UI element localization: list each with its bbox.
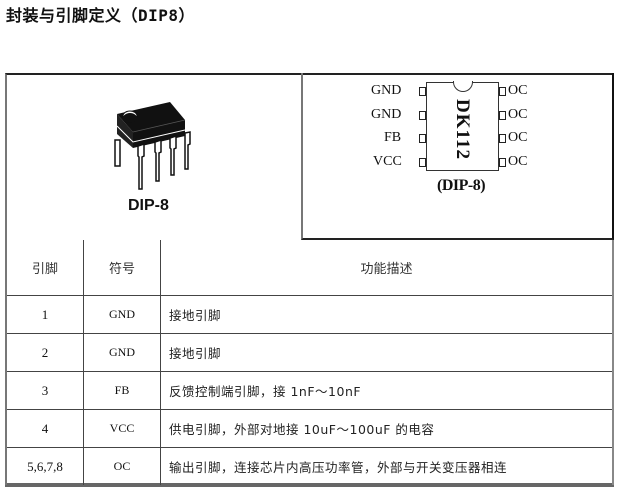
pinout-package-label: (DIP-8) [437, 177, 486, 194]
left-pin-3-label: FB [384, 130, 402, 145]
table-row: 3 FB 反馈控制端引脚，接 1nF～10nF [5, 371, 614, 410]
pin-description: 反馈控制端引脚，接 1nF～10nF [160, 371, 614, 410]
dip8-chip-3d-icon [114, 102, 191, 190]
header-description: 功能描述 [160, 240, 614, 296]
right-pin-5-label: OC [508, 154, 528, 169]
pin-symbol: VCC [83, 409, 161, 448]
pin-definition-table: 引脚 符号 功能描述 1 GND 接地引脚 2 GND 接地引脚 3 FB 反馈… [5, 240, 614, 487]
right-pin-6-label: OC [508, 130, 528, 145]
pin-number: 1 [5, 295, 84, 334]
left-pin-3-pad [419, 134, 426, 143]
page-title-suffix: （DIP8） [121, 6, 196, 25]
table-row: 1 GND 接地引脚 [5, 295, 614, 334]
ic-part-number: DK112 [452, 98, 473, 160]
pin-description: 输出引脚，连接芯片内高压功率管，外部与开关变压器相连 [160, 447, 614, 487]
pin-symbol: GND [83, 295, 161, 334]
right-pin-6-pad [499, 134, 506, 143]
left-pin-4-label: VCC [373, 154, 402, 169]
left-pin-2-label: GND [371, 107, 402, 122]
right-pin-7-label: OC [508, 107, 528, 122]
package-image-label: DIP-8 [128, 197, 169, 214]
page-title-text: 封装与引脚定义 [6, 6, 122, 25]
pinout-diagram: GND GND FB VCC DK112 OC OC OC OC (DIP-8) [303, 73, 616, 240]
pin-number: 3 [5, 371, 84, 410]
left-pin-2-pad [419, 111, 426, 120]
pinout-diagram-cell: GND GND FB VCC DK112 OC OC OC OC (DIP-8) [301, 73, 614, 240]
ic-body: DK112 [426, 81, 499, 171]
left-pin-4-pad [419, 158, 426, 167]
pin-description: 接地引脚 [160, 333, 614, 372]
header-symbol: 符号 [83, 240, 161, 296]
table-row: 5,6,7,8 OC 输出引脚，连接芯片内高压功率管，外部与开关变压器相连 [5, 447, 614, 487]
right-pin-7-pad [499, 111, 506, 120]
header-pin: 引脚 [5, 240, 84, 296]
table-header-row: 引脚 符号 功能描述 [5, 240, 614, 296]
pin-description: 供电引脚，外部对地接 10uF～100uF 的电容 [160, 409, 614, 448]
pin-description: 接地引脚 [160, 295, 614, 334]
right-pin-8-label: OC [508, 83, 528, 98]
right-pin-5-pad [499, 158, 506, 167]
pin-symbol: GND [83, 333, 161, 372]
pin-number: 2 [5, 333, 84, 372]
pin-number: 4 [5, 409, 84, 448]
pin-number: 5,6,7,8 [5, 447, 84, 487]
ic-notch [453, 81, 473, 92]
pin-symbol: FB [83, 371, 161, 410]
pin-symbol: OC [83, 447, 161, 487]
table-row: 2 GND 接地引脚 [5, 333, 614, 372]
left-pin-1-label: GND [371, 83, 402, 98]
right-pin-8-pad [499, 87, 506, 96]
table-row: 4 VCC 供电引脚，外部对地接 10uF～100uF 的电容 [5, 409, 614, 448]
left-pin-1-pad [419, 87, 426, 96]
page-title: 封装与引脚定义（DIP8） [6, 2, 195, 26]
